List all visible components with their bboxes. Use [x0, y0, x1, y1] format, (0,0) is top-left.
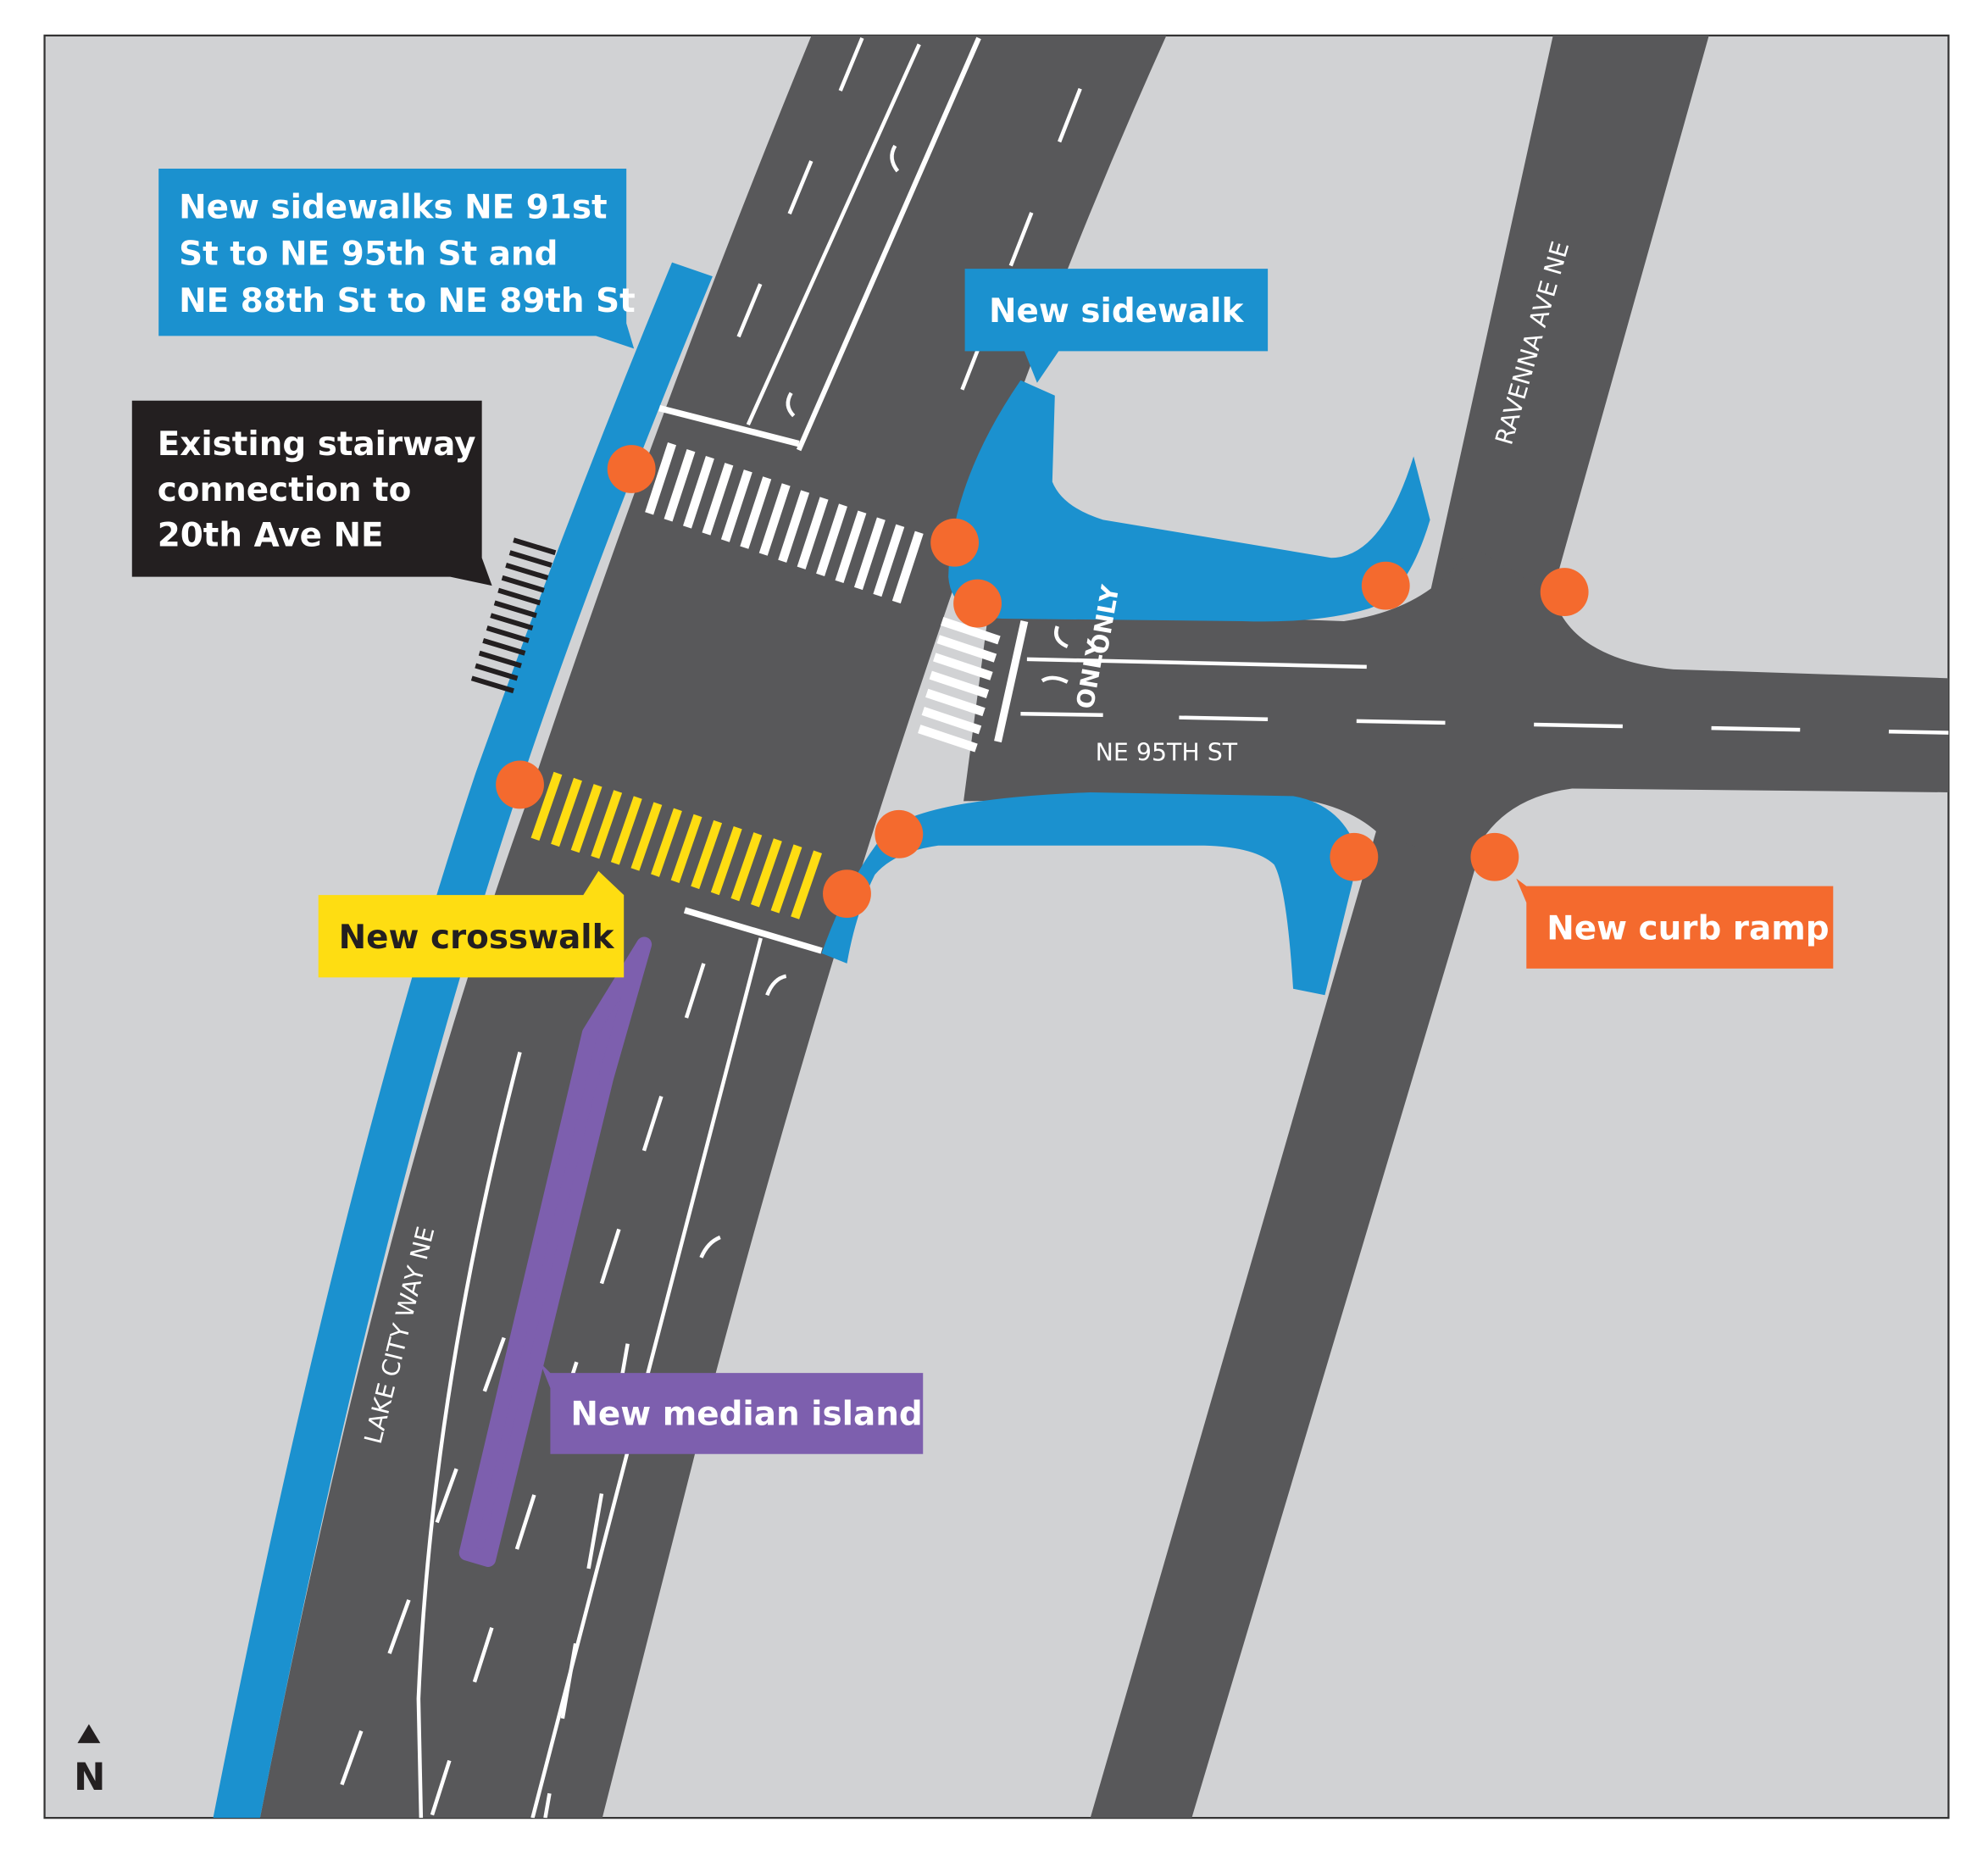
callout-new-median-island: New median island — [540, 1363, 924, 1454]
stair-step — [508, 550, 553, 568]
sidewalk-ne-95th-north — [948, 380, 1430, 622]
north-arrow-icon — [77, 1724, 101, 1743]
stairway-icon — [470, 537, 557, 694]
stair-step — [478, 650, 522, 669]
crosswalk-stripe — [873, 524, 905, 597]
north-label: N — [74, 1754, 106, 1799]
crosswalk-stripe — [816, 503, 847, 576]
crosswalk-stripe — [551, 777, 582, 847]
curb-ramp — [953, 579, 1002, 628]
crosswalk-stripe — [630, 802, 663, 871]
curb-ramps — [496, 445, 1589, 919]
crosswalk-stripe — [702, 463, 734, 536]
crosswalk-stripe — [610, 796, 642, 865]
callout-line: Existing stairway — [158, 425, 476, 464]
curb-ramp — [1540, 568, 1589, 617]
stair-step — [505, 563, 549, 581]
stair-step — [470, 675, 514, 694]
stair-step — [475, 663, 519, 681]
crosswalk-stripe — [929, 670, 990, 698]
crosswalk-stripe — [778, 490, 810, 563]
stair-step — [490, 613, 534, 631]
crosswalk-stripe — [925, 688, 986, 717]
callout-new-curb-ramp: New curb ramp — [1516, 878, 1834, 969]
crosswalk-stripe — [936, 635, 997, 663]
crosswalk-stripe — [918, 725, 978, 753]
crosswalk-stripe — [710, 826, 742, 896]
callout-text: New sidewalk — [989, 292, 1244, 331]
callout-text: New median island — [570, 1395, 922, 1433]
crosswalk-stripe — [591, 790, 623, 859]
crosswalk-new — [530, 771, 823, 919]
callout-new-crosswalk: New crosswalk — [318, 870, 625, 978]
crosswalk-stripe — [891, 531, 924, 604]
road-lake-city-way — [259, 35, 1167, 1819]
stair-step — [493, 600, 537, 619]
stair-step — [513, 537, 557, 556]
crosswalk-stripe — [651, 808, 682, 877]
median-island — [458, 936, 652, 1567]
road-ne-95th — [963, 545, 1949, 863]
crosswalk-stripe — [720, 469, 752, 542]
crosswalk-east — [918, 617, 1001, 753]
crosswalk-stripe — [530, 771, 563, 842]
stair-step — [497, 587, 541, 606]
crosswalk-stripe — [691, 819, 723, 890]
callout-line: 20th Ave NE — [158, 517, 384, 555]
crosswalk-stripe — [770, 844, 802, 914]
callout-line: St to NE 95th St and — [179, 236, 558, 274]
stair-step — [486, 625, 530, 643]
callout-new-sidewalks: New sidewalks NE 91st St to NE 95th St a… — [158, 168, 636, 349]
stair-step — [501, 575, 545, 593]
north-arrow: N — [74, 1724, 106, 1799]
crosswalk-stripe — [853, 517, 886, 591]
crosswalk-stripe — [730, 832, 763, 902]
crosswalk-stripe — [933, 653, 993, 681]
crosswalk-stripe — [835, 510, 867, 584]
crosswalk-stripe — [570, 784, 603, 853]
callout-line: NE 88th St to NE 89th St — [179, 282, 636, 320]
crosswalk-stripe — [921, 706, 982, 735]
crosswalk-stripe — [664, 448, 696, 522]
crosswalk-stripe — [791, 850, 823, 919]
callout-line: New sidewalks NE 91st — [179, 188, 607, 226]
street-label-ne-95th: NE 95TH ST — [1096, 739, 1238, 767]
curb-ramp — [496, 760, 544, 809]
stair-step — [482, 637, 526, 656]
turn-arrow-icons — [699, 144, 1069, 1258]
callout-text: New crosswalk — [339, 919, 615, 957]
sidewalk-lake-city-west — [213, 262, 713, 1819]
callout-text: New curb ramp — [1547, 909, 1829, 947]
callout-line: connection to — [158, 471, 412, 509]
callout-new-sidewalk: New sidewalk — [964, 269, 1269, 383]
crosswalk-stripe — [740, 476, 772, 549]
crosswalk-stripe — [670, 814, 702, 883]
crosswalk-stripe — [797, 497, 829, 569]
crosswalk-stripe — [683, 456, 714, 529]
sidewalk-ne-95th-south — [821, 792, 1359, 996]
crosswalk-stripe — [758, 483, 791, 556]
curb-ramp — [1361, 561, 1410, 610]
curb-ramp — [823, 869, 871, 919]
road-ravenna-ave — [1090, 35, 1709, 1819]
curb-ramp — [930, 518, 980, 567]
callout-stairway: Existing stairway connection to 20th Ave… — [131, 400, 492, 586]
curb-ramp — [607, 445, 656, 493]
curb-ramp — [1330, 832, 1379, 881]
crosswalk-stripe — [941, 617, 1001, 645]
crosswalk-stripe — [751, 838, 782, 908]
crosswalk-north — [645, 442, 924, 604]
curb-ramp — [875, 809, 924, 858]
curb-ramp — [1470, 832, 1519, 881]
crosswalk-stripe — [645, 442, 677, 515]
